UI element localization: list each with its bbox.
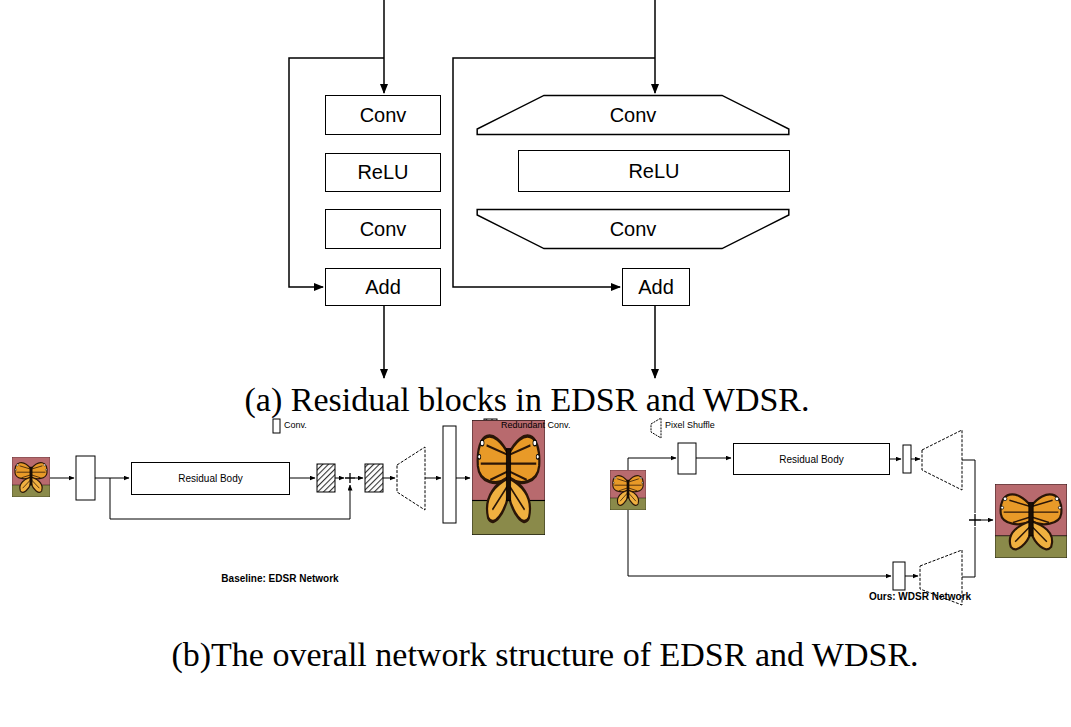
subcaption: (b)The overall network structure of EDSR… bbox=[171, 636, 918, 674]
add-layer: Add bbox=[622, 268, 690, 306]
input-image bbox=[610, 470, 646, 510]
layer-label: ReLU bbox=[628, 160, 679, 183]
residual-body: Residual Body bbox=[733, 443, 890, 475]
layer-label: Conv bbox=[360, 104, 407, 127]
wdsr-network-drawing bbox=[610, 430, 1067, 605]
residual-body: Residual Body bbox=[131, 462, 290, 495]
legend-text: Pixel Shuffle bbox=[665, 420, 715, 430]
pixel-shuffle-sample bbox=[651, 418, 661, 438]
redundant-conv bbox=[365, 464, 383, 492]
add-symbol bbox=[345, 473, 355, 483]
legend-text: Conv. bbox=[284, 420, 307, 430]
conv-sample bbox=[273, 419, 280, 433]
layer-label: ReLU bbox=[357, 161, 408, 184]
relu-layer: ReLU bbox=[518, 150, 790, 192]
legend-samples bbox=[273, 418, 661, 438]
conv-block bbox=[76, 456, 95, 500]
output-image bbox=[995, 484, 1067, 558]
layer-label: Conv bbox=[360, 218, 407, 241]
legend-text: Redundant Conv. bbox=[501, 420, 570, 430]
conv-block bbox=[443, 426, 456, 523]
conv-block bbox=[903, 445, 911, 473]
layer-label: Conv bbox=[610, 104, 657, 127]
pixel-shuffle bbox=[922, 430, 962, 490]
subcaption: (a) Residual blocks in EDSR and WDSR. bbox=[244, 381, 809, 419]
network-title: Ours: WDSR Network bbox=[869, 591, 971, 602]
relu-layer: ReLU bbox=[325, 153, 441, 192]
layer-label: Residual Body bbox=[779, 454, 843, 465]
layer-label: Add bbox=[638, 276, 674, 299]
add-layer: Add bbox=[325, 268, 441, 306]
conv-layer: Conv bbox=[325, 209, 441, 249]
edsr-network-drawing bbox=[12, 420, 545, 535]
conv-block bbox=[893, 562, 905, 590]
layer-label: Residual Body bbox=[178, 473, 242, 484]
redundant-conv bbox=[317, 464, 335, 492]
layer-label: Add bbox=[365, 276, 401, 299]
input-image bbox=[12, 457, 50, 497]
conv-expand: Conv bbox=[474, 95, 792, 135]
network-title: Baseline: EDSR Network bbox=[221, 573, 338, 584]
conv-layer: Conv bbox=[325, 95, 441, 135]
pixel-shuffle bbox=[397, 447, 425, 510]
layer-label: Conv bbox=[610, 218, 657, 241]
output-image bbox=[472, 420, 545, 535]
conv-block bbox=[678, 443, 696, 474]
add-symbol bbox=[969, 514, 981, 526]
conv-reduce: Conv bbox=[474, 209, 792, 249]
